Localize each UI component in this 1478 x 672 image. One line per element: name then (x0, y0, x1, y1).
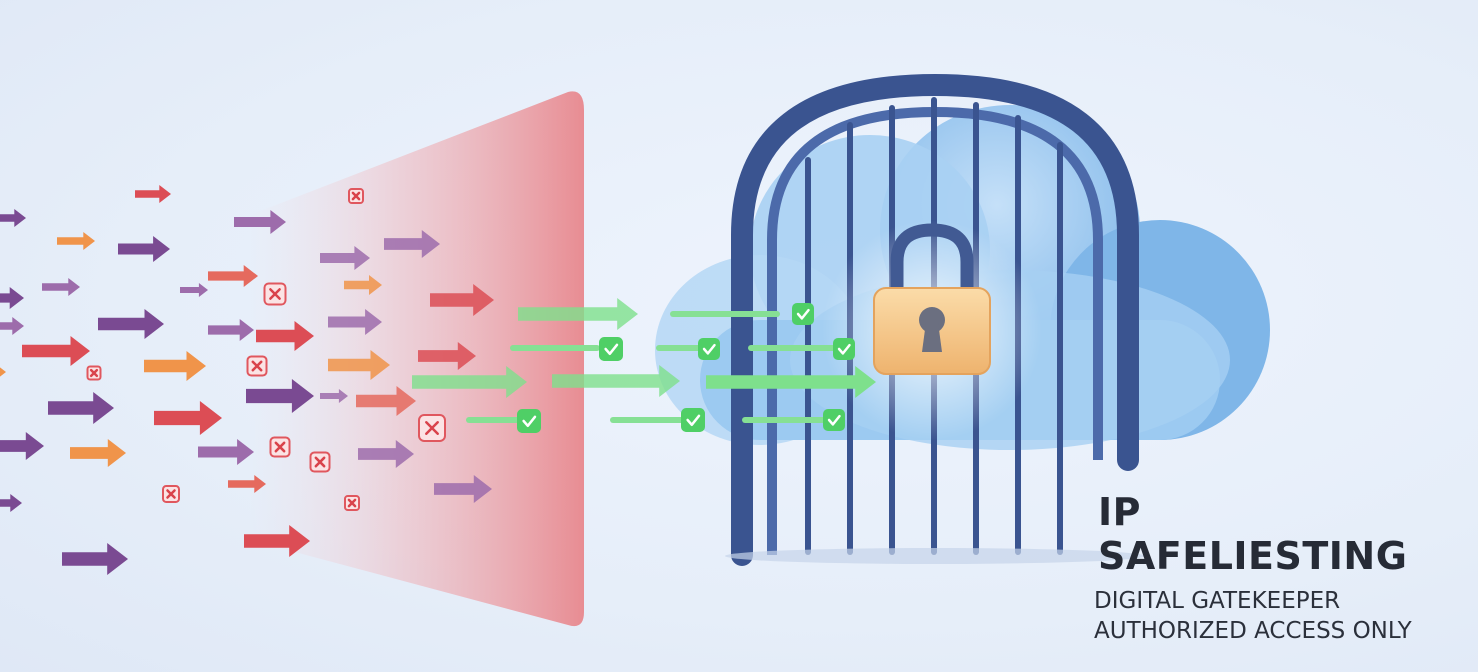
caption: IP SAFELIESTING DIGITAL GATEKEEPER AUTHO… (1094, 490, 1464, 646)
x-mark-icon (418, 414, 446, 442)
allowed-traffic (412, 298, 876, 433)
blocked-arrow-icon (57, 232, 95, 250)
allowed-arrow-icon (518, 298, 638, 330)
blocked-arrow-icon (320, 389, 348, 403)
checkmark-icon (698, 338, 720, 360)
blocked-arrow-icon (328, 309, 382, 335)
blocked-arrow-icon (246, 379, 314, 413)
blocked-traffic (0, 185, 494, 575)
blocked-arrow-icon (0, 367, 6, 377)
checkmark-icon (792, 303, 814, 325)
blocked-arrow-icon (0, 317, 24, 335)
firewall-icon (250, 91, 584, 627)
blocked-arrow-icon (0, 209, 26, 227)
caption-title: IP SAFELIESTING (1098, 490, 1408, 578)
x-mark-icon (162, 485, 180, 503)
blocked-arrow-icon (0, 494, 22, 512)
blocked-arrow-icon (320, 246, 370, 270)
allowed-line (742, 417, 826, 423)
padlock-icon (822, 220, 1042, 440)
blocked-arrow-icon (418, 342, 476, 370)
blocked-arrow-icon (430, 284, 494, 316)
x-mark-icon (344, 495, 360, 511)
allowed-arrow-icon (412, 366, 527, 398)
blocked-arrow-icon (180, 283, 208, 297)
caption-line-1: DIGITAL GATEKEEPER (1094, 588, 1341, 614)
blocked-arrow-icon (384, 230, 440, 258)
blocked-arrow-icon (356, 386, 416, 416)
x-mark-icon (348, 188, 364, 204)
blocked-arrow-icon (0, 287, 24, 309)
blocked-arrow-icon (328, 350, 390, 380)
x-mark-icon (309, 451, 331, 473)
gate-icon (725, 73, 1145, 566)
blocked-arrow-icon (70, 439, 126, 467)
blocked-arrow-icon (144, 351, 206, 381)
blocked-arrow-icon (344, 275, 382, 295)
blocked-arrow-icon (208, 319, 254, 341)
allowed-arrow-icon (552, 365, 680, 397)
allowed-line (610, 417, 690, 423)
x-mark-icon (86, 365, 102, 381)
blocked-arrow-icon (48, 392, 114, 424)
blocked-arrow-icon (22, 336, 90, 366)
x-mark-icon (269, 436, 291, 458)
caption-line-2: AUTHORIZED ACCESS ONLY (1094, 618, 1412, 644)
allowed-line (466, 417, 526, 423)
blocked-arrow-icon (244, 525, 310, 557)
blocked-arrow-icon (118, 236, 170, 262)
blocked-arrow-icon (234, 210, 286, 234)
blocked-arrow-icon (208, 265, 258, 287)
checkmark-icon (517, 409, 541, 433)
checkmark-icon (681, 408, 705, 432)
blocked-arrow-icon (198, 439, 254, 465)
blocked-arrow-icon (42, 278, 80, 296)
x-mark-icon (263, 282, 287, 306)
allowed-line (510, 345, 600, 351)
blocked-arrow-icon (434, 475, 492, 503)
blocked-arrow-icon (0, 432, 44, 460)
allowed-arrow-icon (706, 366, 876, 398)
allowed-line (748, 345, 838, 351)
checkmark-icon (823, 409, 845, 431)
blocked-arrow-icon (62, 543, 128, 575)
allowed-line (670, 311, 780, 317)
blocked-arrow-icon (98, 309, 164, 339)
blocked-marks (86, 188, 446, 511)
blocked-arrow-icon (358, 440, 414, 468)
blocked-arrow-icon (256, 321, 314, 351)
x-mark-icon (246, 355, 268, 377)
allowed-line (656, 345, 706, 351)
blocked-arrow-icon (135, 185, 171, 203)
checkmark-icon (833, 338, 855, 360)
blocked-arrow-icon (228, 475, 266, 493)
checkmark-icon (599, 337, 623, 361)
blocked-arrow-icon (154, 401, 222, 435)
